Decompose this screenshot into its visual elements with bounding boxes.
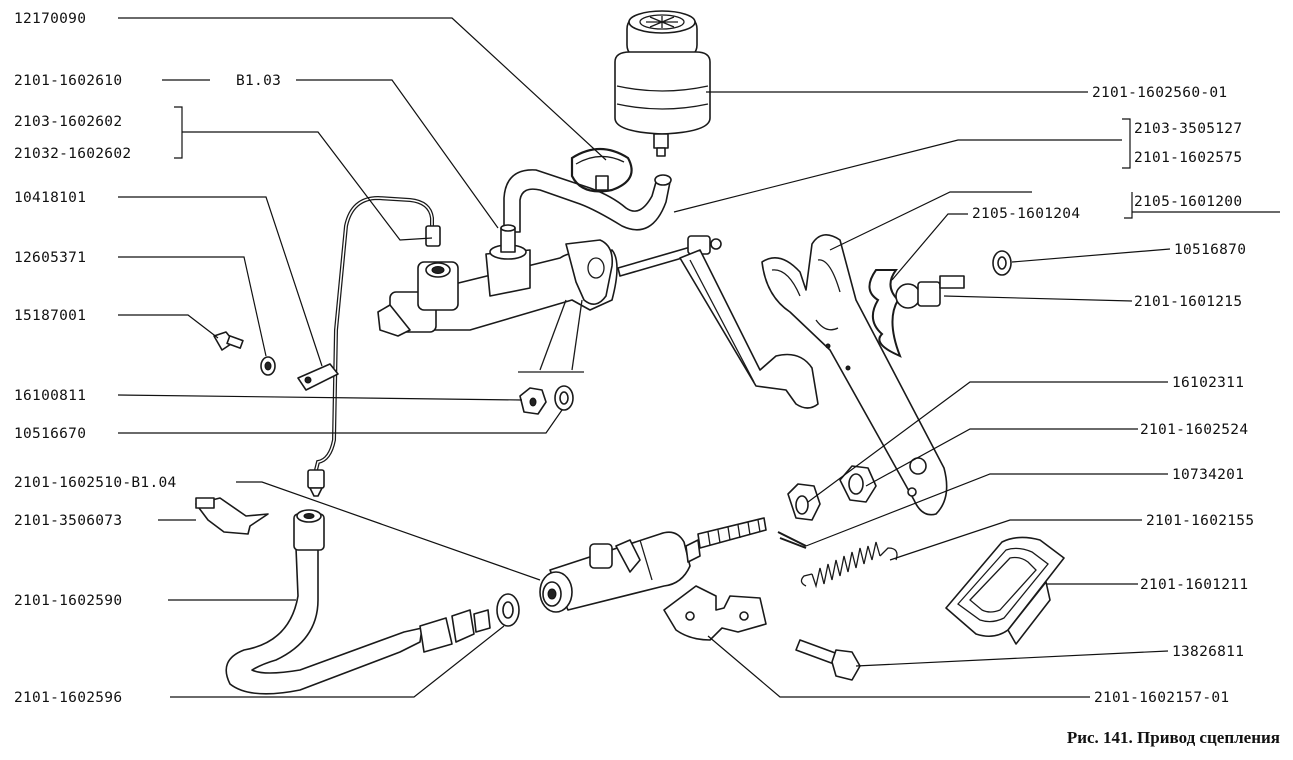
screw-15187001 bbox=[213, 331, 244, 351]
washer-10516670 bbox=[554, 385, 574, 411]
label-2101-1602590: 2101-1602590 bbox=[14, 593, 122, 609]
washer-10516870 bbox=[992, 250, 1012, 276]
figure-caption: Рис. 141. Привод сцепления bbox=[1067, 728, 1280, 747]
master-cylinder bbox=[377, 224, 618, 337]
label-10516870: 10516870 bbox=[1174, 242, 1246, 258]
label-2103-1602602: 2103-1602602 bbox=[14, 114, 122, 130]
flexible-hose bbox=[225, 509, 491, 695]
nut-16100811 bbox=[519, 387, 547, 415]
label-2101-1602157-01: 2101-1602157-01 bbox=[1094, 690, 1229, 706]
hose-clip bbox=[195, 497, 269, 535]
pipe-bracket bbox=[297, 363, 339, 391]
label-10418101: 10418101 bbox=[14, 190, 86, 206]
label-16102311: 16102311 bbox=[1172, 375, 1244, 391]
label-b1-03: B1.03 bbox=[236, 73, 281, 89]
washer-12605371 bbox=[260, 356, 276, 376]
label-2101-1602155: 2101-1602155 bbox=[1146, 513, 1254, 529]
label-2101-1602560-01: 2101-1602560-01 bbox=[1092, 85, 1227, 101]
label-2101-1601215: 2101-1601215 bbox=[1134, 294, 1242, 310]
ball-pin bbox=[895, 275, 965, 309]
part-labels: 12170090 2101-1602610 B1.03 2103-1602602… bbox=[14, 11, 1280, 747]
slave-bracket bbox=[663, 585, 767, 641]
return-spring bbox=[800, 541, 898, 589]
label-2101-1602510-b1-04: 2101-1602510-B1.04 bbox=[14, 475, 177, 491]
metal-pipe bbox=[307, 195, 441, 497]
slave-cylinder bbox=[539, 517, 767, 613]
clutch-pedal bbox=[679, 249, 819, 409]
label-2101-1602610: 2101-1602610 bbox=[14, 73, 122, 89]
cotter-pin bbox=[777, 531, 807, 549]
label-21032-1602602: 21032-1602602 bbox=[14, 146, 131, 162]
label-2101-3506073: 2101-3506073 bbox=[14, 513, 122, 529]
bolt-13826811 bbox=[795, 639, 861, 681]
nut-16102311 bbox=[787, 483, 821, 521]
cylinder-bracket bbox=[518, 299, 584, 373]
label-2101-1602524: 2101-1602524 bbox=[1140, 422, 1248, 438]
label-2103-3505127: 2103-3505127 bbox=[1134, 121, 1242, 137]
label-2105-1601204: 2105-1601204 bbox=[972, 206, 1080, 222]
release-fork bbox=[761, 234, 948, 516]
hose-clamp bbox=[570, 147, 633, 193]
label-2105-1601200: 2105-1601200 bbox=[1134, 194, 1242, 210]
label-16100811: 16100811 bbox=[14, 388, 86, 404]
leader-lines bbox=[117, 17, 1280, 698]
label-10734201: 10734201 bbox=[1172, 467, 1244, 483]
label-10516670: 10516670 bbox=[14, 426, 86, 442]
spring-clip bbox=[868, 269, 902, 358]
label-15187001: 15187001 bbox=[14, 308, 86, 324]
rubber-boot bbox=[945, 536, 1065, 645]
label-2101-1602596: 2101-1602596 bbox=[14, 690, 122, 706]
fluid-reservoir bbox=[614, 10, 711, 157]
reservoir-hose bbox=[503, 169, 672, 233]
label-13826811: 13826811 bbox=[1172, 644, 1244, 660]
label-2101-1601211: 2101-1601211 bbox=[1140, 577, 1248, 593]
label-12170090: 12170090 bbox=[14, 11, 86, 27]
label-2101-1602575: 2101-1602575 bbox=[1134, 150, 1242, 166]
nut-2101-1602524 bbox=[839, 465, 877, 503]
washer-slave bbox=[496, 593, 520, 627]
label-12605371: 12605371 bbox=[14, 250, 86, 266]
